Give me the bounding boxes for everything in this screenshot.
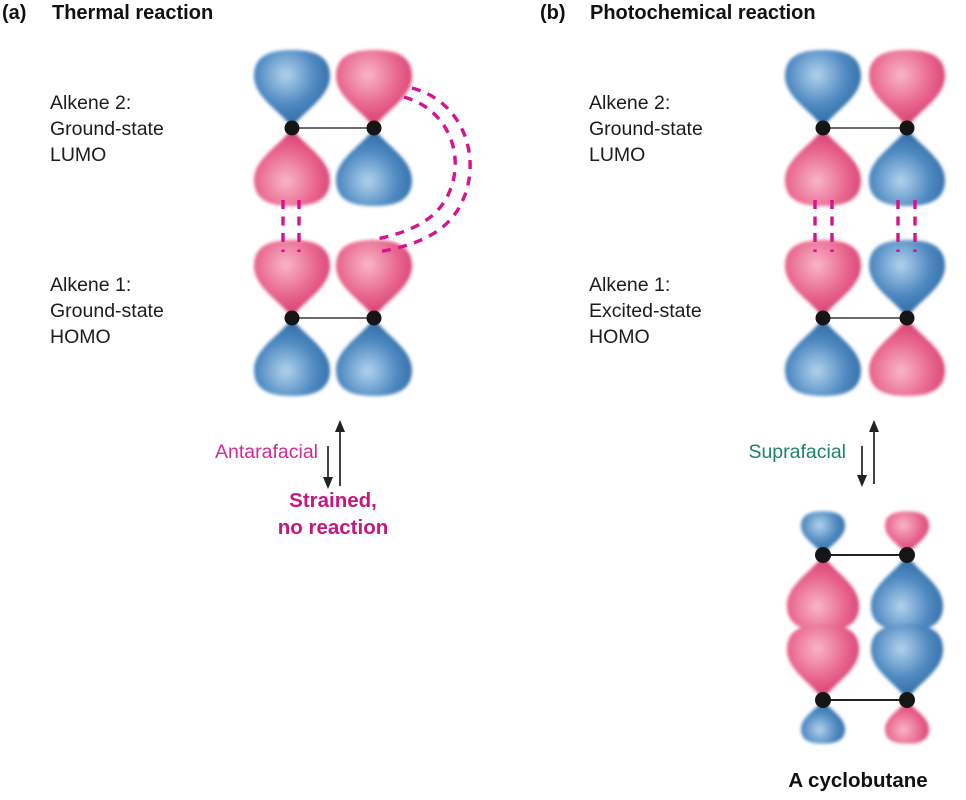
p-orbital-lobe [254, 50, 330, 128]
cyclobutane-product-diagram [786, 511, 944, 744]
orbital-label-line: LUMO [589, 144, 646, 166]
up-arrow-head [869, 420, 879, 432]
carbon-atom-dot [899, 120, 915, 136]
panel-b-tag: (b) [540, 2, 566, 24]
p-orbital-lobe [785, 50, 861, 128]
p-orbital-lobe [785, 318, 861, 396]
p-orbital-lobe [254, 240, 330, 318]
orbital-label-line: Ground-state [50, 300, 164, 322]
orbital-label-line: Alkene 2: [50, 92, 132, 114]
carbon-atom-dot [899, 310, 915, 326]
panel-b-approach-label: Suprafacial [748, 441, 846, 463]
outcome-line: no reaction [277, 516, 389, 539]
carbon-atom-dot [284, 310, 300, 326]
panel-a-orbital-diagram [254, 50, 472, 396]
panel-a-approach-label: Antarafacial [215, 441, 318, 463]
orbital-label-line: LUMO [50, 144, 107, 166]
p-orbital-lobe [869, 240, 945, 318]
cyclobutane-product-label: A cyclobutane [788, 769, 928, 792]
panel-a-approach-arrows [323, 420, 345, 489]
p-orbital-lobe [869, 128, 945, 206]
carbon-atom-dot [815, 310, 831, 326]
p-orbital-lobe [336, 128, 412, 206]
carbon-atom-dot [284, 120, 300, 136]
p-orbital-lobe [336, 50, 412, 128]
p-orbital-lobe [336, 240, 412, 318]
orbital-label-line: Alkene 1: [50, 274, 132, 296]
sigma-bond-lobe [870, 555, 944, 631]
orbital-label-line: Ground-state [50, 118, 164, 140]
orbital-label-line: Alkene 2: [589, 92, 671, 114]
panel-b-orbital-diagram [785, 50, 945, 396]
panel-a-lumo-label: Alkene 2: Ground-state LUMO [50, 90, 164, 168]
panel-b-lumo-label: Alkene 2: Ground-state LUMO [589, 90, 703, 168]
overlap-dashed-arc [371, 95, 457, 242]
down-arrow-head [857, 475, 867, 487]
cyclobutane-orbitals [786, 511, 944, 744]
p-orbital-lobe [869, 318, 945, 396]
down-arrow-head [323, 477, 333, 489]
orbital-label-line: HOMO [50, 326, 111, 348]
suprafacial-overlap-dashes [813, 200, 917, 252]
sigma-bond-lobe [786, 624, 860, 700]
orbital-label-line: HOMO [589, 326, 650, 348]
panel-a-tag: (a) [2, 2, 27, 24]
panel-a-outcome-text: Strained, no reaction [240, 487, 426, 541]
panel-b-homo-label: Alkene 1: Excited-state HOMO [589, 272, 702, 350]
p-orbital-lobe [254, 318, 330, 396]
panel-a-title: Thermal reaction [52, 2, 214, 24]
p-orbital-lobe [254, 128, 330, 206]
up-arrow-head [335, 420, 345, 432]
panel-b-approach-arrows [857, 420, 879, 487]
p-orbital-lobe [785, 128, 861, 206]
p-orbital-lobe [336, 318, 412, 396]
carbon-atom-dot [899, 692, 915, 708]
sigma-bond-lobe [870, 624, 944, 700]
overlap-dashed-arc [377, 86, 472, 254]
orbital-label-line: Alkene 1: [589, 274, 671, 296]
carbon-atom-dot [366, 120, 382, 136]
antarafacial-overlap-dashes [281, 86, 472, 254]
carbon-atom-dot [815, 547, 831, 563]
p-orbital-lobe [869, 50, 945, 128]
carbon-atom-dot [366, 310, 382, 326]
carbon-atom-dot [815, 120, 831, 136]
panel-b-title: Photochemical reaction [590, 2, 816, 24]
carbon-atom-dot [815, 692, 831, 708]
orbital-label-line: Excited-state [589, 300, 702, 322]
outcome-line: Strained, [289, 489, 377, 512]
sigma-bond-lobe [786, 555, 860, 631]
orbital-label-line: Ground-state [589, 118, 703, 140]
panel-a-homo-label: Alkene 1: Ground-state HOMO [50, 272, 164, 350]
p-orbital-lobe [785, 240, 861, 318]
carbon-atom-dot [899, 547, 915, 563]
